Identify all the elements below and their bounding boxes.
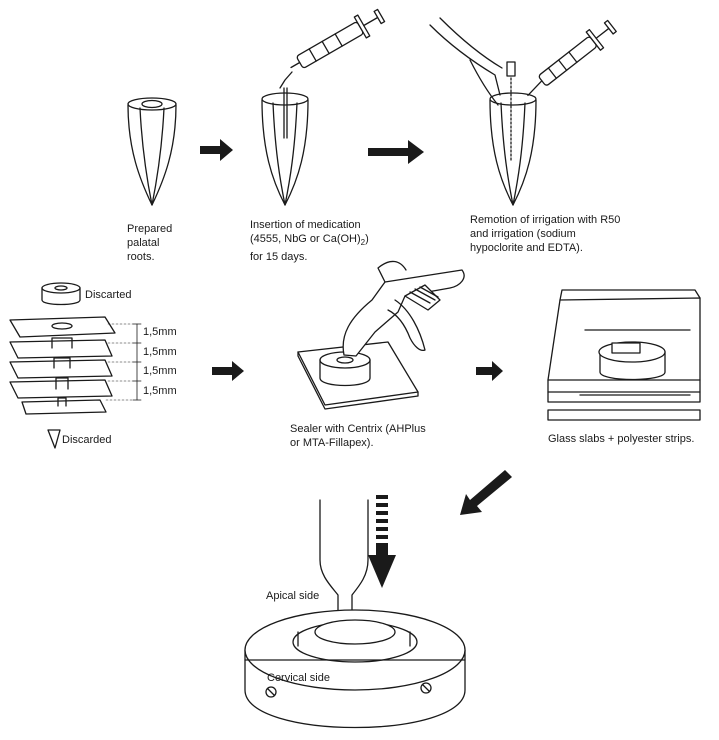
arrow-step-4 bbox=[476, 361, 503, 381]
prepared-label: Prepared palatal roots. bbox=[127, 223, 173, 263]
arrow-step-1 bbox=[200, 139, 233, 161]
discarted-label: Discarted bbox=[85, 289, 132, 301]
slice-label-3: 1,5mm bbox=[143, 365, 177, 377]
down-arrow-icon bbox=[368, 495, 396, 588]
slice-label-2: 1,5mm bbox=[143, 346, 177, 358]
arrow-step-3 bbox=[212, 361, 244, 381]
sealer-application bbox=[297, 260, 465, 410]
base-cylinder bbox=[244, 609, 466, 729]
insertion-line-3: for 15 days. bbox=[250, 251, 308, 264]
medicated-root bbox=[261, 8, 386, 206]
insertion-line-1: Insertion of medication bbox=[250, 219, 361, 231]
sealer-label: Sealer with Centrix (AHPlus or MTA-Filla… bbox=[290, 423, 426, 449]
root-slices bbox=[9, 282, 142, 449]
arrow-step-2 bbox=[368, 140, 424, 164]
cervical-label: Cervical side bbox=[267, 672, 330, 684]
discarted-cylinder bbox=[41, 282, 81, 306]
discarded-label: Discarded bbox=[62, 434, 112, 446]
remotion-label: Remotion of irrigation with R50 and irri… bbox=[470, 214, 621, 254]
glass-slabs bbox=[547, 289, 701, 421]
apical-label: Apical side bbox=[266, 590, 320, 602]
insertion-line-2: (4555, NbG or Ca(OH)2) bbox=[250, 232, 410, 250]
prepared-root bbox=[127, 97, 177, 206]
push-out-test bbox=[244, 495, 466, 729]
irrigated-root bbox=[429, 17, 617, 206]
plunger bbox=[319, 499, 369, 624]
slice-label-4: 1,5mm bbox=[143, 385, 177, 397]
insertion-label: Insertion of medication (4555, NbG or Ca… bbox=[250, 218, 410, 264]
glass-label: Glass slabs + polyester strips. bbox=[548, 433, 695, 445]
centrix-gun-icon bbox=[342, 260, 465, 357]
arrow-step-5 bbox=[460, 470, 512, 515]
syringe-icon bbox=[290, 8, 386, 69]
insertion-line-2-end: ) bbox=[365, 233, 369, 245]
insertion-subscript: 2 bbox=[360, 238, 366, 248]
irrigation-syringe-icon bbox=[527, 19, 617, 97]
insertion-line-2-text: (4555, NbG or Ca(OH) bbox=[250, 233, 361, 245]
discarded-tip bbox=[47, 429, 61, 449]
slice-label-1: 1,5mm bbox=[143, 326, 177, 338]
